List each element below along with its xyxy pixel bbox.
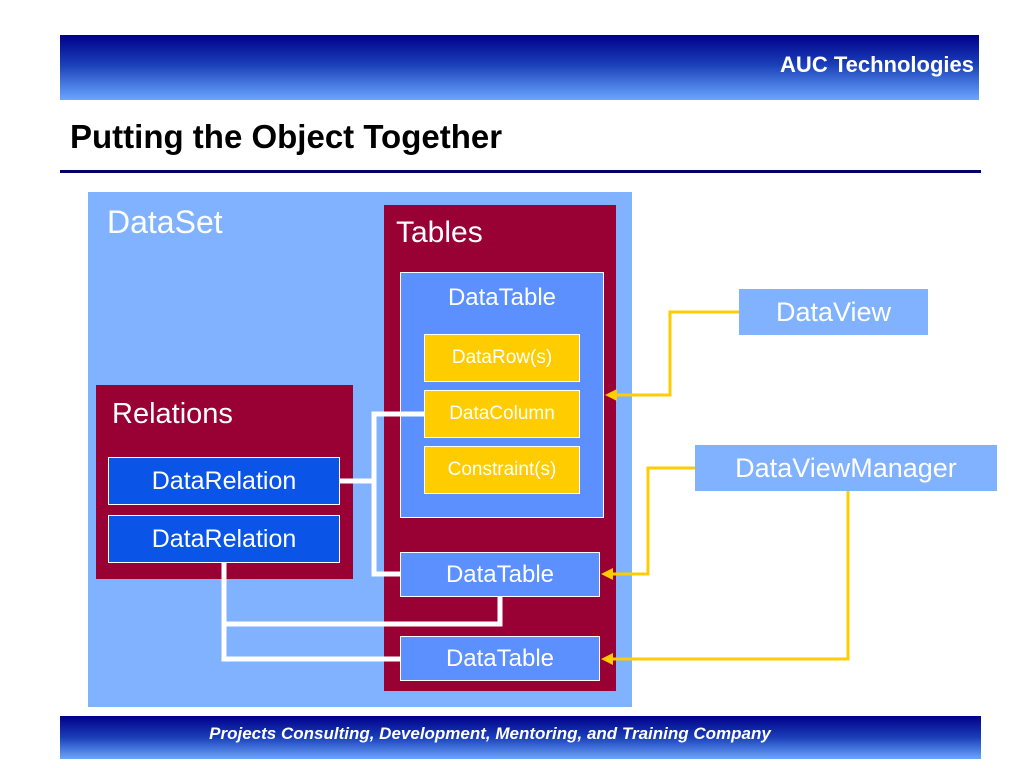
dataviewmanager-arrowhead-b (601, 653, 613, 665)
slide-title: Putting the Object Together (70, 118, 503, 155)
footer-tagline: Projects Consulting, Development, Mentor… (209, 724, 771, 743)
dataviewmanager-arrowhead-a (601, 568, 613, 580)
title-divider (60, 170, 981, 173)
tables-label: Tables (396, 216, 483, 249)
dataview-arrowhead (605, 389, 617, 401)
datatable-2-box: DataTable (400, 552, 600, 597)
datatable-3-box: DataTable (400, 636, 600, 681)
dataviewmanager-box: DataViewManager (695, 445, 997, 491)
relation2-to-datatable2-connector (221, 563, 503, 627)
company-name: AUC Technologies (780, 52, 974, 77)
datacolumn-box: DataColumn (424, 390, 580, 438)
relation2-to-datatable3-connector (221, 624, 400, 662)
footer-bar (60, 716, 981, 759)
dataset-label: DataSet (107, 204, 223, 240)
dataview-connector (616, 310, 739, 397)
datarows-box: DataRow(s) (424, 334, 580, 382)
datarelation-1-box: DataRelation (108, 457, 340, 505)
relation1-to-datacolumn-connector (340, 411, 424, 484)
header-bar (60, 35, 979, 100)
relation1-to-datatable2-connector (371, 481, 400, 577)
relations-label: Relations (112, 398, 233, 430)
datarelation-2-box: DataRelation (108, 515, 340, 563)
constraints-box: Constraint(s) (424, 446, 580, 494)
datatable-main-label: DataTable (447, 284, 557, 311)
dataviewmanager-connector-a (612, 466, 695, 576)
dataviewmanager-connector-b (612, 491, 850, 661)
dataview-box: DataView (739, 289, 928, 335)
